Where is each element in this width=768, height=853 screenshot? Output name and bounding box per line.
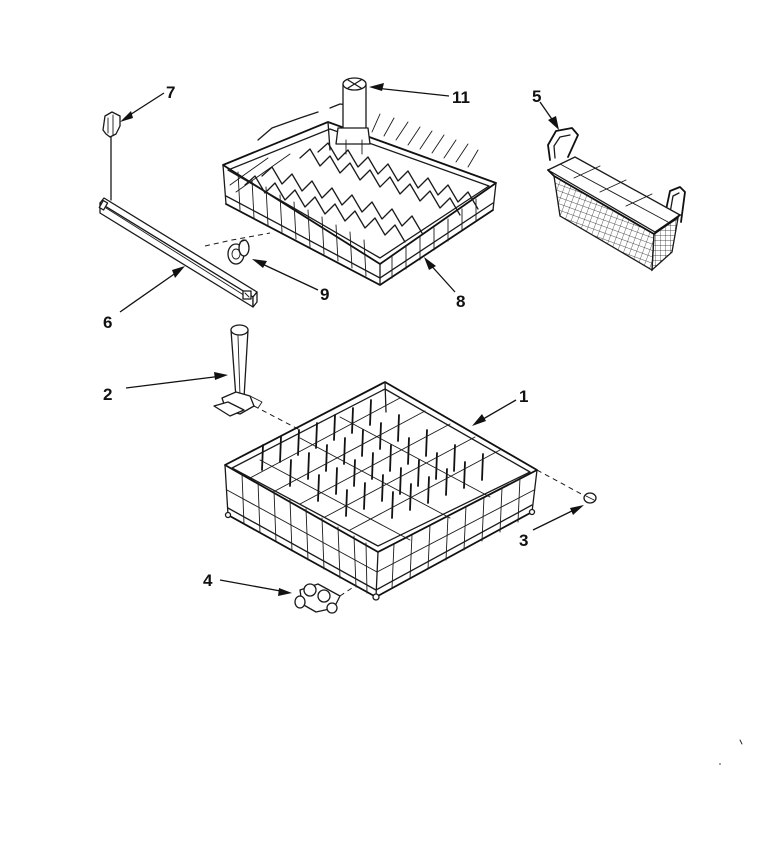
part-lower-roller-assembly (294, 583, 341, 614)
part-track-rail (98, 197, 258, 308)
callout-1: 1 (519, 387, 528, 406)
part-lower-dishrack (224, 381, 538, 601)
part-silverware-basket (547, 127, 686, 272)
part-rack-stop-clip (102, 111, 121, 201)
callout-6: 6 (103, 313, 112, 332)
part-rack-roller (227, 239, 250, 265)
callout-3: 3 (519, 531, 528, 550)
callout-11: 11 (452, 88, 470, 107)
callout-7: 7 (166, 83, 175, 102)
part-upper-dishrack (222, 103, 497, 286)
callout-5: 5 (532, 87, 541, 106)
scan-dot (719, 763, 721, 765)
callout-8: 8 (456, 292, 465, 311)
part-lower-spray-tube (213, 324, 263, 417)
leader-lines (119, 83, 584, 596)
callout-2: 2 (103, 385, 112, 404)
callout-4: 4 (203, 571, 213, 590)
scan-mark (739, 739, 743, 745)
part-cap (583, 492, 597, 504)
callout-9: 9 (320, 285, 329, 304)
part-upper-spray-tube (335, 77, 371, 155)
